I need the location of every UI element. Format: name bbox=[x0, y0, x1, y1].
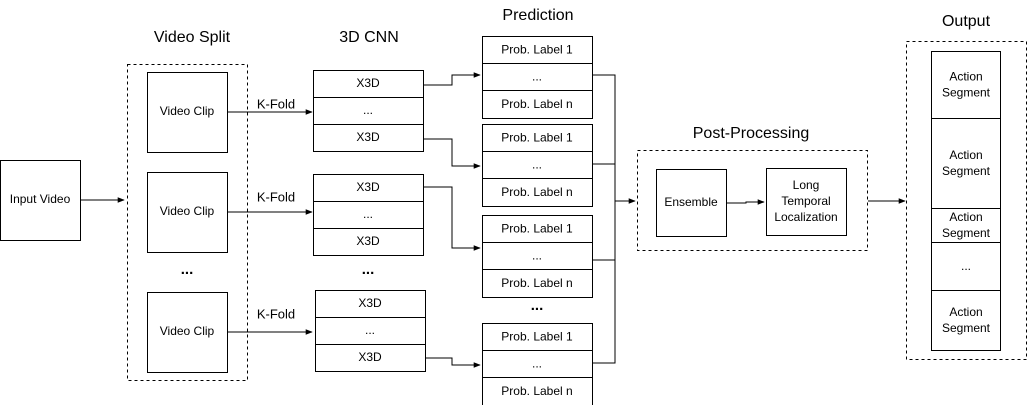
x3d-cell bbox=[315, 290, 426, 318]
input-video-box bbox=[0, 160, 81, 241]
action-segment-label: Action bbox=[949, 148, 982, 162]
cnn-ellipsis: ... bbox=[362, 261, 375, 278]
title-post-processing: Post-Processing bbox=[693, 125, 810, 142]
action-segment-box bbox=[931, 51, 1001, 119]
kfold-label: K-Fold bbox=[257, 189, 295, 204]
prediction-cell bbox=[482, 124, 593, 152]
prediction-cell bbox=[482, 36, 593, 64]
prediction-ellipsis: ... bbox=[531, 297, 544, 314]
x3d-label: X3D bbox=[356, 234, 380, 248]
clip-ellipsis: ... bbox=[181, 261, 194, 278]
ensemble-label: Ensemble bbox=[664, 195, 718, 209]
action-segment-box bbox=[931, 242, 1001, 291]
ensemble-box bbox=[656, 169, 727, 237]
x3d-label: X3D bbox=[358, 296, 382, 310]
connector-cnn-to-prediction bbox=[424, 72, 481, 86]
video-clip-label: Video Clip bbox=[160, 324, 215, 338]
prob-label: Prob. Label n bbox=[501, 384, 572, 398]
prediction-cell bbox=[482, 377, 593, 405]
prediction-cell bbox=[482, 323, 593, 351]
prob-label: Prob. Label 1 bbox=[501, 222, 573, 236]
video-clip-box bbox=[147, 292, 228, 373]
action-segment-label: Action bbox=[949, 210, 982, 224]
input-video-label: Input Video bbox=[10, 192, 71, 206]
kfold-label: K-Fold bbox=[257, 306, 295, 321]
x3d-cell bbox=[313, 174, 424, 202]
action-segment-label: Action bbox=[949, 305, 982, 319]
prediction-cell bbox=[482, 90, 593, 119]
prediction-ellipsis: ... bbox=[532, 158, 542, 172]
x3d-ellipsis: ... bbox=[363, 207, 373, 221]
localization-label: Temporal bbox=[781, 194, 830, 208]
video-split-container bbox=[127, 64, 248, 381]
x3d-cell bbox=[313, 124, 424, 152]
x3d-cell bbox=[313, 97, 424, 125]
prob-label: Prob. Label 1 bbox=[501, 131, 573, 145]
prob-label: Prob. Label 1 bbox=[501, 43, 573, 57]
output-ellipsis: ... bbox=[961, 259, 971, 273]
title-video-split: Video Split bbox=[154, 29, 231, 46]
action-segment-label: Segment bbox=[942, 321, 991, 335]
prediction-cell bbox=[482, 63, 593, 91]
prob-label: Prob. Label n bbox=[501, 276, 572, 290]
video-clip-box bbox=[147, 172, 228, 253]
prob-label: Prob. Label 1 bbox=[501, 330, 573, 344]
x3d-cell bbox=[313, 228, 424, 256]
connector-cnn-to-prediction bbox=[424, 138, 481, 169]
video-clip-label: Video Clip bbox=[160, 204, 215, 218]
x3d-cell bbox=[315, 317, 426, 345]
video-clip-label: Video Clip bbox=[160, 104, 215, 118]
video-clip-box bbox=[147, 72, 228, 153]
x3d-label: X3D bbox=[356, 180, 380, 194]
prediction-ellipsis: ... bbox=[532, 249, 542, 263]
x3d-label: X3D bbox=[356, 130, 380, 144]
title-output: Output bbox=[942, 13, 991, 30]
action-segment-box bbox=[931, 118, 1001, 209]
action-segment-label: Segment bbox=[942, 86, 991, 100]
prediction-bus bbox=[593, 74, 616, 364]
title-3d-cnn: 3D CNN bbox=[339, 29, 399, 46]
x3d-ellipsis: ... bbox=[363, 103, 373, 117]
prob-label: Prob. Label n bbox=[501, 97, 572, 111]
prediction-cell bbox=[482, 178, 593, 207]
x3d-ellipsis: ... bbox=[365, 323, 375, 337]
connector-cnn-to-prediction bbox=[424, 357, 481, 368]
x3d-cell bbox=[315, 344, 426, 372]
localization-label: Long bbox=[793, 178, 820, 192]
action-segment-label: Segment bbox=[942, 164, 991, 178]
x3d-label: X3D bbox=[356, 76, 380, 90]
action-segment-label: Segment bbox=[942, 226, 991, 240]
prediction-ellipsis: ... bbox=[532, 357, 542, 371]
arrow-ensemble-to-localization bbox=[727, 199, 765, 205]
kfold-label: K-Fold bbox=[257, 96, 295, 111]
action-segment-box bbox=[931, 290, 1001, 351]
x3d-cell bbox=[313, 201, 424, 229]
connector-cnn-to-prediction bbox=[424, 186, 481, 251]
x3d-label: X3D bbox=[358, 350, 382, 364]
x3d-cell bbox=[313, 70, 424, 98]
prob-label: Prob. Label n bbox=[501, 185, 572, 199]
title-prediction: Prediction bbox=[502, 7, 573, 24]
localization-box bbox=[766, 168, 847, 236]
prediction-cell bbox=[482, 215, 593, 243]
post-processing-container bbox=[637, 150, 868, 251]
localization-label: Localization bbox=[774, 210, 837, 224]
prediction-cell bbox=[482, 269, 593, 298]
action-segment-label: Action bbox=[949, 70, 982, 84]
prediction-ellipsis: ... bbox=[532, 70, 542, 84]
prediction-cell bbox=[482, 242, 593, 270]
prediction-cell bbox=[482, 350, 593, 378]
